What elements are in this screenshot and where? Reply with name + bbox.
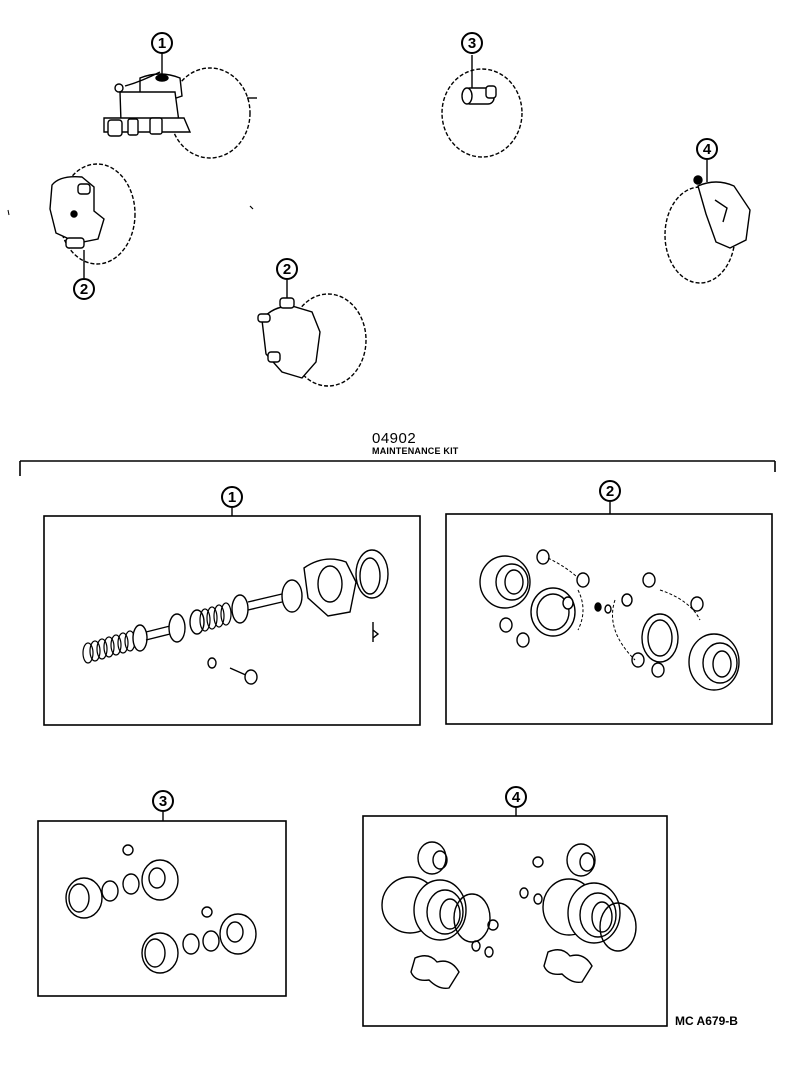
panel-4-callout: 4 — [505, 786, 527, 808]
kit-panel-2 — [445, 502, 773, 725]
kit-panel-4 — [362, 808, 668, 1027]
wheel-cylinder-illustration — [441, 55, 523, 158]
kit-bracket — [19, 460, 776, 476]
kit-part-number: 04902 — [372, 430, 417, 447]
rear-caliper-illustration — [664, 160, 751, 284]
kit-name: MAINTENANCE KIT — [372, 446, 459, 456]
kit-panel-1 — [43, 508, 421, 726]
callout-front-caliper-right: 2 — [276, 258, 298, 280]
callout-wheel-cylinder: 3 — [461, 32, 483, 54]
panel-3-callout: 3 — [152, 790, 174, 812]
front-caliper-left-illustration — [49, 163, 136, 278]
diagram-code: MC A679-B — [675, 1014, 738, 1028]
callout-master-cylinder: 1 — [151, 32, 173, 54]
panel-1-callout: 1 — [221, 486, 243, 508]
callout-rear-caliper: 4 — [696, 138, 718, 160]
panel-2-callout: 2 — [599, 480, 621, 502]
kit-panel-3 — [37, 812, 287, 997]
master-cylinder-illustration — [103, 53, 257, 159]
front-caliper-right-illustration — [257, 280, 367, 387]
callout-front-caliper-left: 2 — [73, 278, 95, 300]
